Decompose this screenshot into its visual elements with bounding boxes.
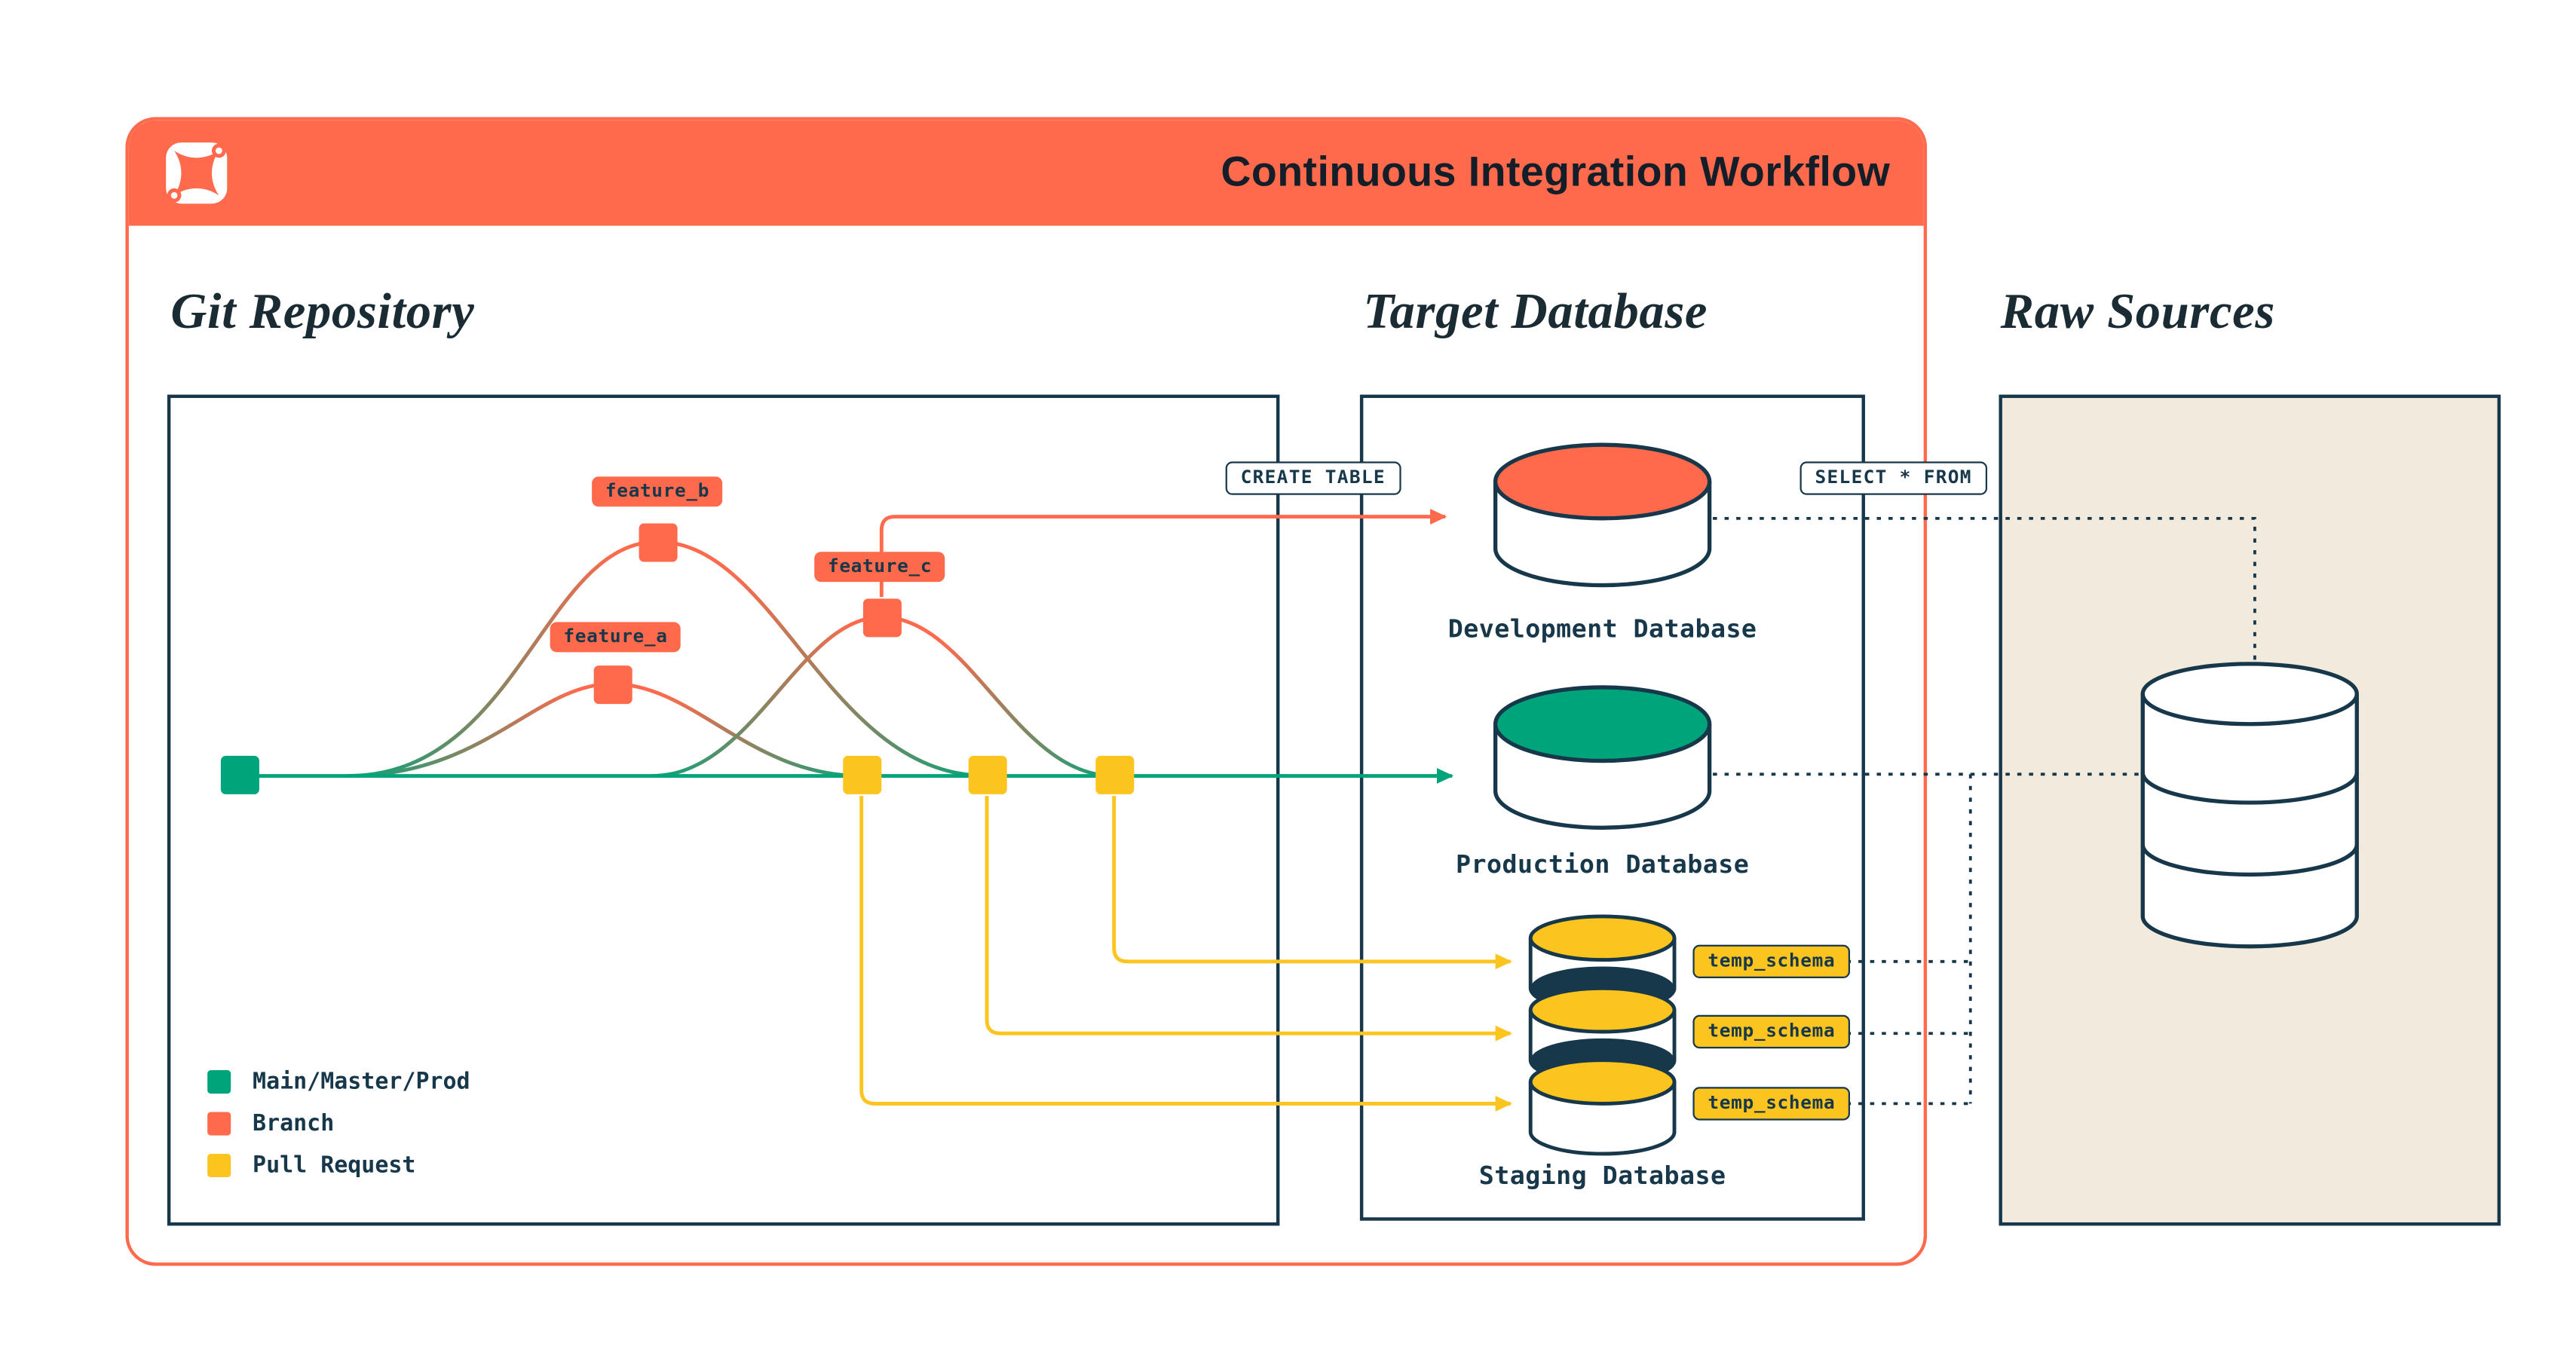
page-title: Continuous Integration Workflow [1221, 148, 1891, 196]
legend-item-pull-request: Pull Request [207, 1149, 470, 1182]
temp-schema-badge-3: temp_schema [1692, 1087, 1851, 1121]
main-branch-swatch [207, 1070, 231, 1094]
raw-sources-box [1999, 394, 2501, 1226]
pull-request-swatch [207, 1153, 231, 1178]
development-database-label: Development Database [1447, 613, 1757, 644]
feature-c-badge: feature_c [814, 552, 945, 583]
dbt-logo-icon [166, 142, 228, 204]
feature-b-badge: feature_b [592, 476, 723, 507]
temp-schema-badge-2: temp_schema [1692, 1014, 1851, 1049]
legend-label-pull-request: Pull Request [253, 1152, 416, 1179]
header-bar: Continuous Integration Workflow [128, 120, 1924, 226]
legend-label-main: Main/Master/Prod [253, 1068, 470, 1096]
legend-item-branch: Branch [207, 1107, 470, 1140]
legend-label-branch: Branch [253, 1110, 335, 1137]
select-from-badge: SELECT * FROM [1800, 461, 1987, 495]
git-repository-heading: Git Repository [170, 284, 475, 340]
raw-sources-heading: Raw Sources [2000, 284, 2275, 340]
staging-database-label: Staging Database [1478, 1160, 1726, 1191]
feature-a-badge: feature_a [550, 622, 682, 653]
legend-item-main: Main/Master/Prod [207, 1065, 470, 1098]
production-database-label: Production Database [1456, 849, 1750, 880]
legend: Main/Master/Prod Branch Pull Request [207, 1065, 470, 1190]
create-table-badge: CREATE TABLE [1225, 461, 1401, 495]
branch-swatch [207, 1112, 231, 1136]
target-database-heading: Target Database [1363, 284, 1708, 340]
temp-schema-badge-1: temp_schema [1692, 944, 1851, 978]
